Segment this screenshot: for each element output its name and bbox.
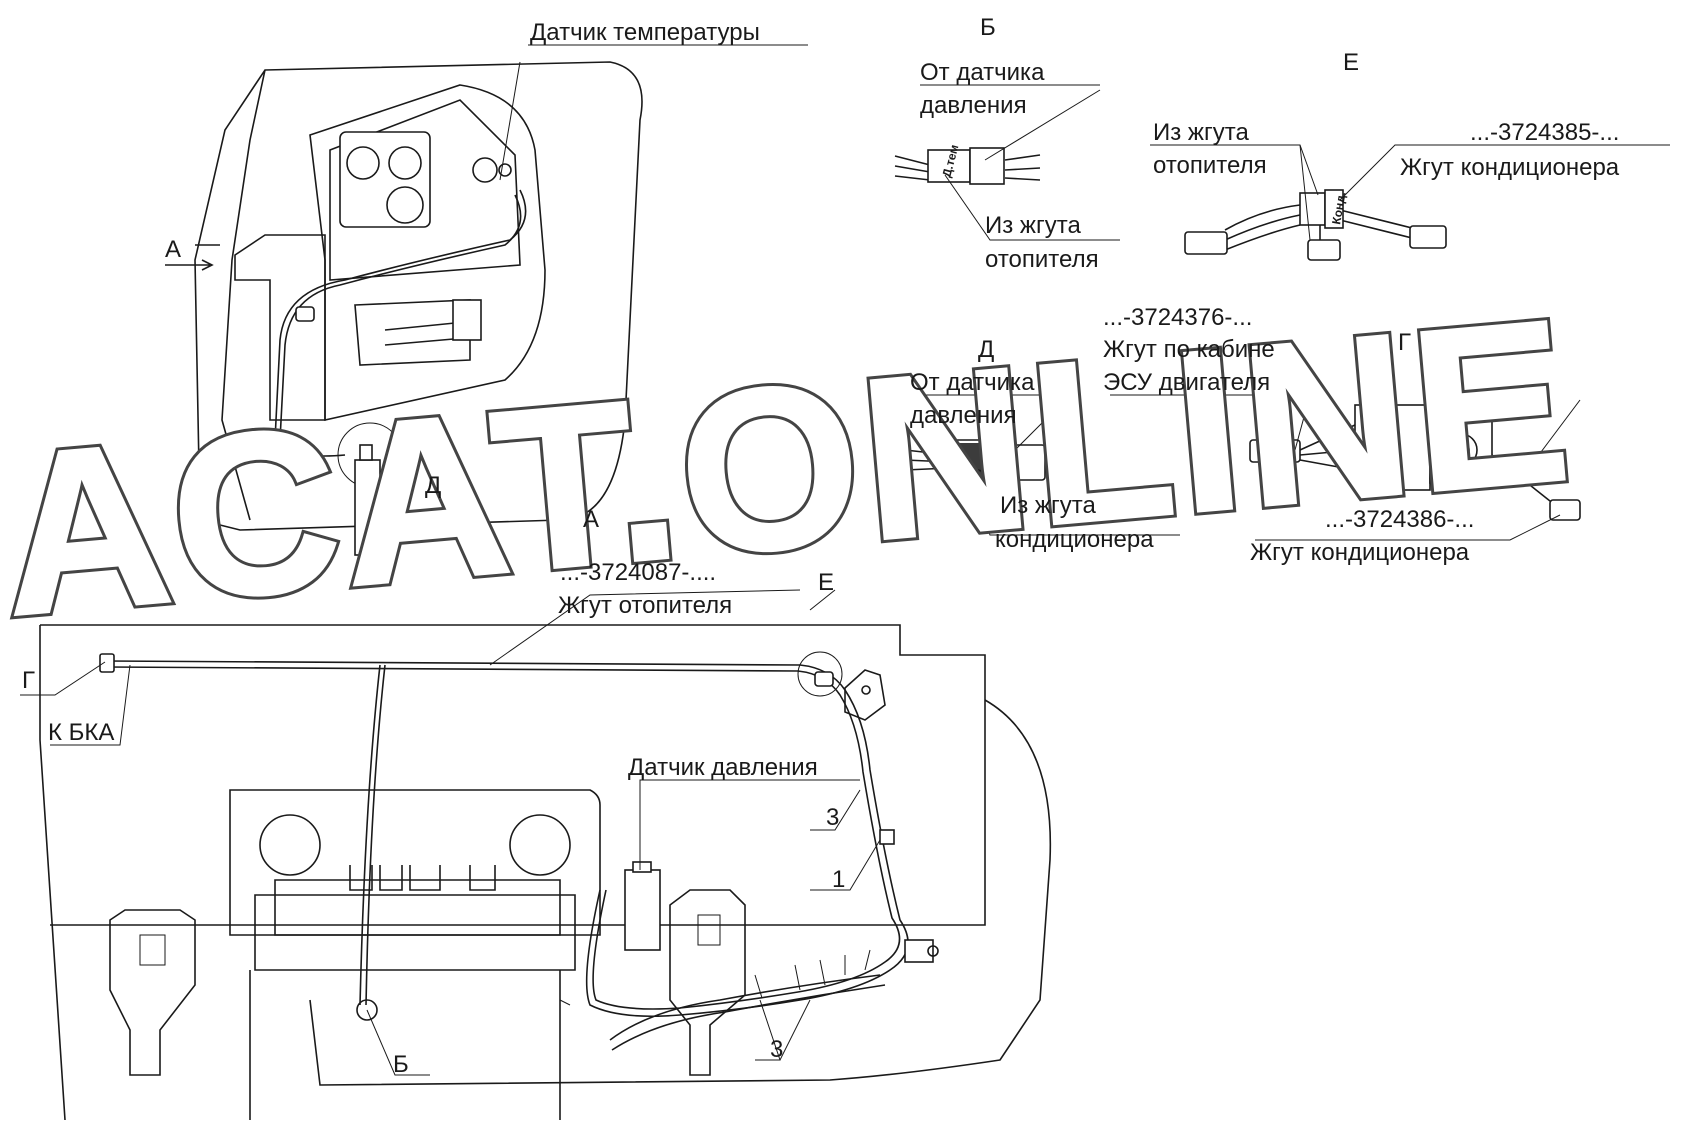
label-temp-sensor: Датчик температуры <box>530 19 760 46</box>
label-e-from-heater-2: отопителя <box>1153 152 1267 179</box>
label-g-part: ...-3724386-... <box>1325 506 1474 533</box>
cab-view <box>194 61 643 556</box>
label-b-from-heater-1: Из жгута <box>985 212 1081 239</box>
g-connector-label: Xs60 <box>1373 442 1387 470</box>
label-view-d-mid: Д <box>425 472 441 499</box>
label-view-g-right: Г <box>1398 329 1411 356</box>
label-e-ac-harness: Жгут кондиционера <box>1400 154 1620 181</box>
label-to-bka: К БКА <box>48 719 114 746</box>
label-d-from-sensor-1: От датчика <box>910 369 1035 396</box>
label-b-from-sensor-2: давления <box>920 92 1027 119</box>
label-view-a-top: А <box>165 236 181 263</box>
engine-view <box>39 624 1052 1121</box>
e-connector-label: Конд. <box>1329 191 1348 226</box>
label-d-from-sensor-2: давления <box>910 402 1017 429</box>
view-d-connector: Д.дав <box>904 394 1180 536</box>
view-g-connector: Xs60 <box>1110 394 1581 541</box>
label-b-from-sensor-1: От датчика <box>920 59 1045 86</box>
watermark-text-inner: ACAT.ONLINE <box>0 271 1581 664</box>
label-num-3-b: 3 <box>770 1036 783 1063</box>
label-view-a-mid: А <box>583 506 599 533</box>
label-g-ac-harness: Жгут кондиционера <box>1250 539 1470 566</box>
label-view-d-top: Д <box>978 336 994 363</box>
label-d-part: ...-3724376-... <box>1103 304 1252 331</box>
label-d-from-ac-1: Из жгута <box>1000 492 1096 519</box>
heater-harness <box>99 651 939 1021</box>
label-d-ecu-harness: ЭСУ двигателя <box>1103 369 1270 396</box>
label-e-from-heater-1: Из жгута <box>1153 119 1249 146</box>
view-e-connector: Конд. <box>1150 144 1670 261</box>
bottom-leaders <box>20 589 881 1076</box>
view-b-connector: Д.тем <box>894 84 1120 241</box>
label-pressure-sensor: Датчик давления <box>628 754 818 781</box>
label-view-e-top: Е <box>1343 49 1359 76</box>
watermark: ACAT.ONLINE ACAT.ONLINE <box>0 266 1586 668</box>
label-d-from-ac-2: кондиционера <box>995 526 1154 553</box>
label-num-1: 1 <box>832 866 845 893</box>
labels: Датчик температуры А Б От датчика давлен… <box>22 14 1620 1078</box>
label-d-cab-harness: Жгут по кабине <box>1103 336 1275 363</box>
label-view-e-mid: Е <box>818 569 834 596</box>
label-e-part: ...-3724385-... <box>1470 119 1619 146</box>
label-num-3-a: 3 <box>826 804 839 831</box>
label-heater-part: ...-3724087-.... <box>560 559 716 586</box>
label-view-b-bottom: Б <box>393 1051 409 1078</box>
label-view-b-top: Б <box>980 14 996 41</box>
label-heater-harness: Жгут отопителя <box>558 592 732 619</box>
label-b-from-heater-2: отопителя <box>985 246 1099 273</box>
label-view-g-left: Г <box>22 667 35 694</box>
